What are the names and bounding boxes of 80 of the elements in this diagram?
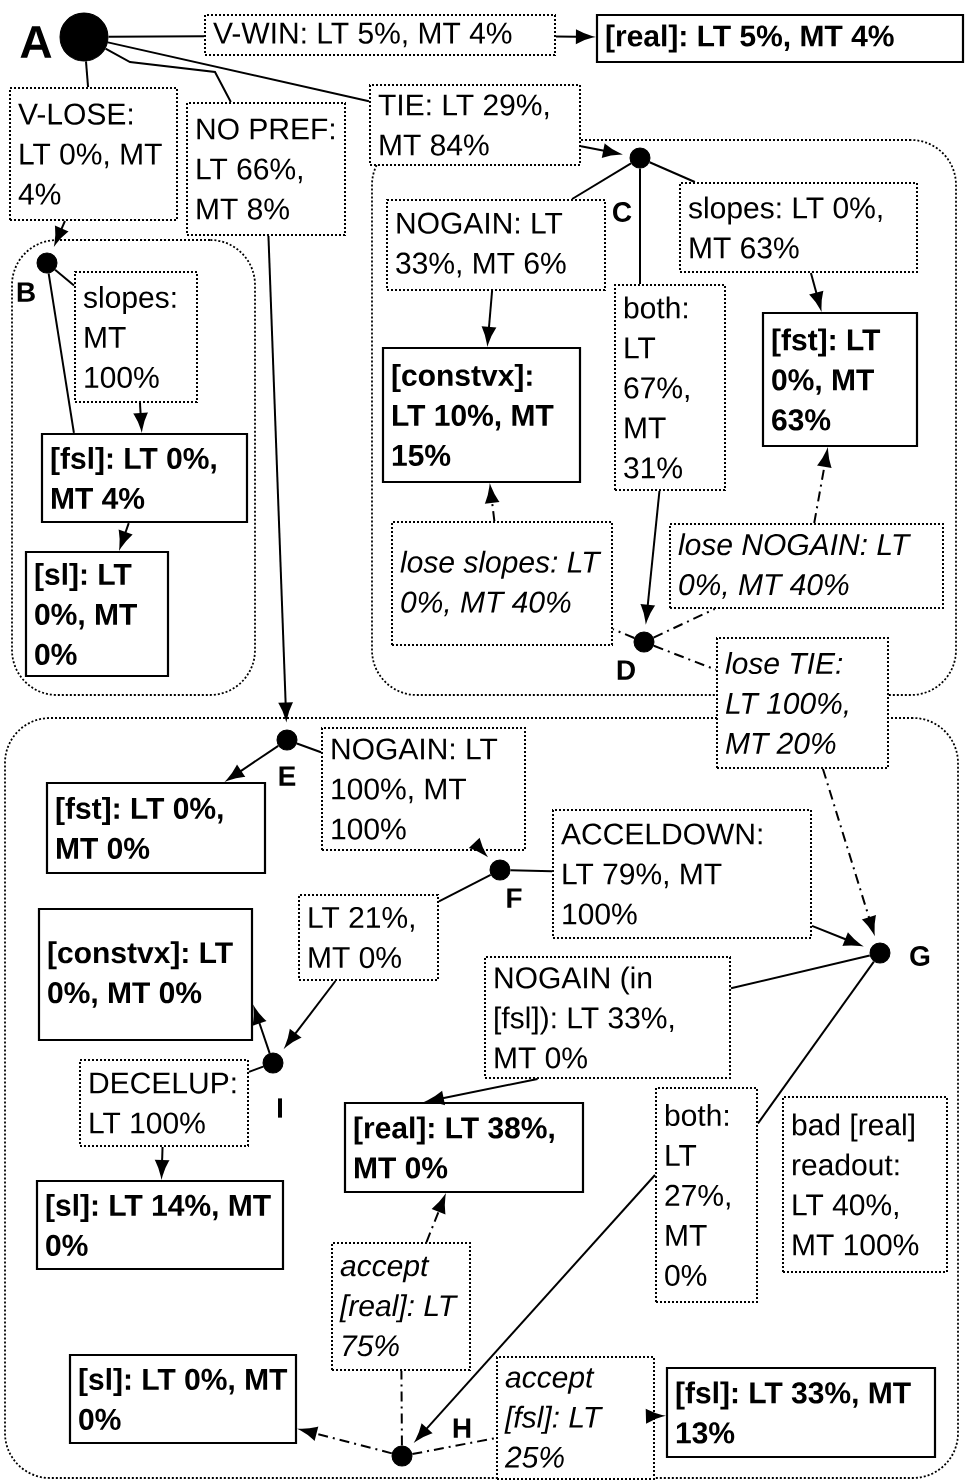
connector-line bbox=[106, 41, 370, 103]
arrow bbox=[641, 490, 661, 622]
connector-line bbox=[47, 272, 75, 434]
label-box: NOGAIN (in [fsl]): LT 33%, MT 0% bbox=[484, 956, 731, 1079]
label-box: both: LT 27%, MT 0% bbox=[655, 1087, 758, 1303]
connector-line bbox=[730, 954, 871, 990]
point-letter: I bbox=[278, 1098, 282, 1118]
connector-line bbox=[107, 35, 205, 38]
label-box: slopes: LT 0%, MT 63% bbox=[679, 182, 918, 273]
result-box: [fst]: LT 0%, MT 63% bbox=[761, 311, 919, 448]
connector-line bbox=[411, 1437, 497, 1456]
arrow bbox=[300, 1426, 393, 1455]
connector-line bbox=[295, 742, 322, 754]
connector-line bbox=[652, 608, 716, 639]
point-letter: B bbox=[17, 282, 35, 302]
label-box: TIE: LT 29%, MT 84% bbox=[369, 84, 581, 166]
rounded-region bbox=[4, 717, 959, 1479]
label-box: V-LOSE: LT 0%, MT 4% bbox=[9, 87, 178, 221]
result-box: [fsl]: LT 0%, MT 4% bbox=[40, 432, 249, 524]
connector-line bbox=[104, 47, 232, 103]
result-box: [fst]: LT 0%, MT 0% bbox=[45, 781, 267, 875]
connector-line bbox=[54, 268, 75, 287]
connector-line bbox=[400, 1370, 403, 1447]
label-box: NO PREF: LT 66%, MT 8% bbox=[186, 102, 346, 236]
point-letter: E bbox=[279, 766, 296, 786]
connector-line bbox=[509, 869, 553, 873]
arrow bbox=[427, 1078, 539, 1105]
label-box: LT 21%, MT 0% bbox=[298, 894, 439, 981]
connector-line bbox=[248, 1065, 265, 1073]
arrow bbox=[821, 768, 876, 934]
connector-line bbox=[612, 628, 636, 639]
result-box: [sl]: LT 0%, MT 0% bbox=[24, 550, 170, 678]
arrow bbox=[485, 486, 499, 522]
result-box: [sl]: LT 14%, MT 0% bbox=[35, 1179, 285, 1271]
result-box: [constvx]: LT 0%, MT 0% bbox=[37, 907, 254, 1042]
arrow bbox=[415, 1174, 656, 1441]
label-box: both: LT 67%, MT 31% bbox=[614, 284, 726, 491]
arrow bbox=[645, 1409, 663, 1423]
point-letter: C bbox=[613, 202, 632, 222]
arrow bbox=[118, 522, 132, 548]
connector-line bbox=[85, 60, 90, 88]
rounded-region bbox=[11, 239, 256, 696]
arrow bbox=[813, 450, 832, 524]
arrow bbox=[285, 980, 337, 1047]
label-box: slopes: MT 100% bbox=[74, 271, 198, 403]
label-box: lose TIE: LT 100%, MT 20% bbox=[716, 637, 889, 769]
label-box: NOGAIN: LT 100%, MT 100% bbox=[321, 727, 526, 851]
point-letter: G bbox=[910, 946, 930, 966]
result-box: [fsl]: LT 33%, MT 13% bbox=[665, 1366, 937, 1459]
label-box: DECELUP: LT 100% bbox=[79, 1059, 249, 1147]
result-box: [real]: LT 38%, MT 0% bbox=[343, 1101, 585, 1194]
label-box: accept [fsl]: LT 25% bbox=[496, 1356, 655, 1480]
connector-line bbox=[639, 167, 641, 285]
connector-line bbox=[438, 873, 492, 903]
arrow bbox=[227, 744, 280, 781]
arrow bbox=[133, 402, 148, 430]
result-box: [constvx]: LT 10%, MT 15% bbox=[381, 346, 582, 484]
label-box: accept [real]: LT 75% bbox=[331, 1242, 471, 1371]
point-letter: H bbox=[453, 1418, 471, 1438]
label-box: ACCELDOWN: LT 79%, MT 100% bbox=[552, 809, 812, 939]
point-letter: F bbox=[507, 888, 522, 908]
point-letter: A bbox=[20, 26, 52, 58]
connector-line bbox=[652, 644, 717, 671]
label-box: bad [real] readout: LT 40%, MT 100% bbox=[782, 1096, 948, 1273]
arrow bbox=[425, 1195, 446, 1243]
junction-dot bbox=[629, 147, 651, 169]
connector-line bbox=[648, 161, 696, 183]
label-box: V-WIN: LT 5%, MT 4% bbox=[204, 14, 556, 56]
label-box: lose NOGAIN: LT 0%, MT 40% bbox=[669, 523, 944, 609]
arrow bbox=[482, 290, 496, 344]
arrow bbox=[252, 1007, 271, 1055]
label-box: lose slopes: LT 0%, MT 40% bbox=[391, 521, 613, 646]
arrow bbox=[267, 235, 293, 720]
label-box: NOGAIN: LT 33%, MT 6% bbox=[386, 199, 606, 291]
arrow bbox=[54, 220, 68, 245]
point-letter: D bbox=[617, 660, 635, 680]
connector-line bbox=[571, 162, 632, 200]
result-box: [real]: LT 5%, MT 4% bbox=[595, 13, 965, 64]
result-box: [sl]: LT 0%, MT 0% bbox=[68, 1353, 298, 1445]
arrow bbox=[555, 30, 593, 44]
